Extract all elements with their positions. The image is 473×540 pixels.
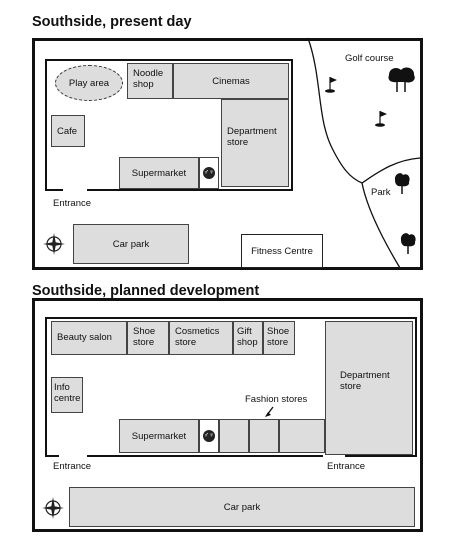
mall-wall-top [45, 59, 293, 61]
shoe-store-1: Shoe store [127, 321, 169, 355]
tree-icon [400, 233, 416, 254]
entrance-label: Entrance [53, 198, 92, 209]
shoe-store-2: Shoe store [263, 321, 295, 355]
entrance-label-left: Entrance [53, 461, 92, 472]
car-park: Car park [73, 224, 189, 264]
noodle-shop: Noodle shop [127, 63, 173, 99]
fashion-stores-label: Fashion stores [245, 394, 308, 405]
mall-wall-bottom-3 [345, 455, 417, 457]
golf-park-boundary [307, 37, 421, 269]
mall-wall-right [291, 59, 293, 191]
supermarket: Supermarket [119, 157, 199, 189]
mall-wall-top [45, 317, 417, 319]
entrance-label-right: Entrance [327, 461, 366, 472]
present-map: Play area Noodle shop Cinemas Cafe Depar… [32, 37, 423, 270]
car-park: Car park [69, 487, 415, 527]
mall-wall-left [45, 59, 47, 191]
toilets-room: ♂♀ [199, 157, 219, 189]
present-map-title: Southside, present day [32, 14, 192, 30]
gift-shop: Gift shop [233, 321, 263, 355]
supermarket: Supermarket [119, 419, 199, 453]
compass-icon [43, 233, 65, 255]
tree-icon [394, 173, 410, 194]
mall-wall-bottom-2 [87, 455, 323, 457]
info-centre: Info centre [51, 377, 83, 413]
planned-map: Beauty salon Shoe store Cosmetics store … [32, 298, 423, 532]
fashion-store-1 [219, 419, 249, 453]
cinemas: Cinemas [173, 63, 289, 99]
mall-wall-bottom-left [45, 189, 63, 191]
department-store: Department store [325, 321, 413, 455]
cafe: Cafe [51, 115, 85, 147]
fashion-store-2 [249, 419, 279, 453]
compass-icon [42, 497, 64, 519]
mall-wall-bottom-right [87, 189, 293, 191]
mall-wall-bottom-1 [45, 455, 59, 457]
planned-map-title: Southside, planned development [32, 283, 260, 299]
tree-icon [388, 67, 415, 92]
play-area: Play area [55, 65, 123, 101]
cosmetics-store: Cosmetics store [169, 321, 233, 355]
mall-wall-right [415, 317, 417, 457]
fashion-store-3 [279, 419, 325, 453]
fitness-centre: Fitness Centre [241, 234, 323, 268]
beauty-salon: Beauty salon [51, 321, 127, 355]
golf-course-label: Golf course [345, 53, 394, 64]
toilet-icon: ♂♀ [203, 167, 215, 179]
mall-wall-left [45, 317, 47, 457]
toilet-icon: ♂♀ [203, 430, 215, 442]
toilets-room: ♂♀ [199, 419, 219, 453]
arrow-icon [265, 406, 274, 417]
department-store: Department store [221, 99, 289, 187]
golf-flag-icon [325, 77, 337, 93]
golf-flag-icon [375, 111, 387, 127]
park-label: Park [371, 187, 391, 198]
